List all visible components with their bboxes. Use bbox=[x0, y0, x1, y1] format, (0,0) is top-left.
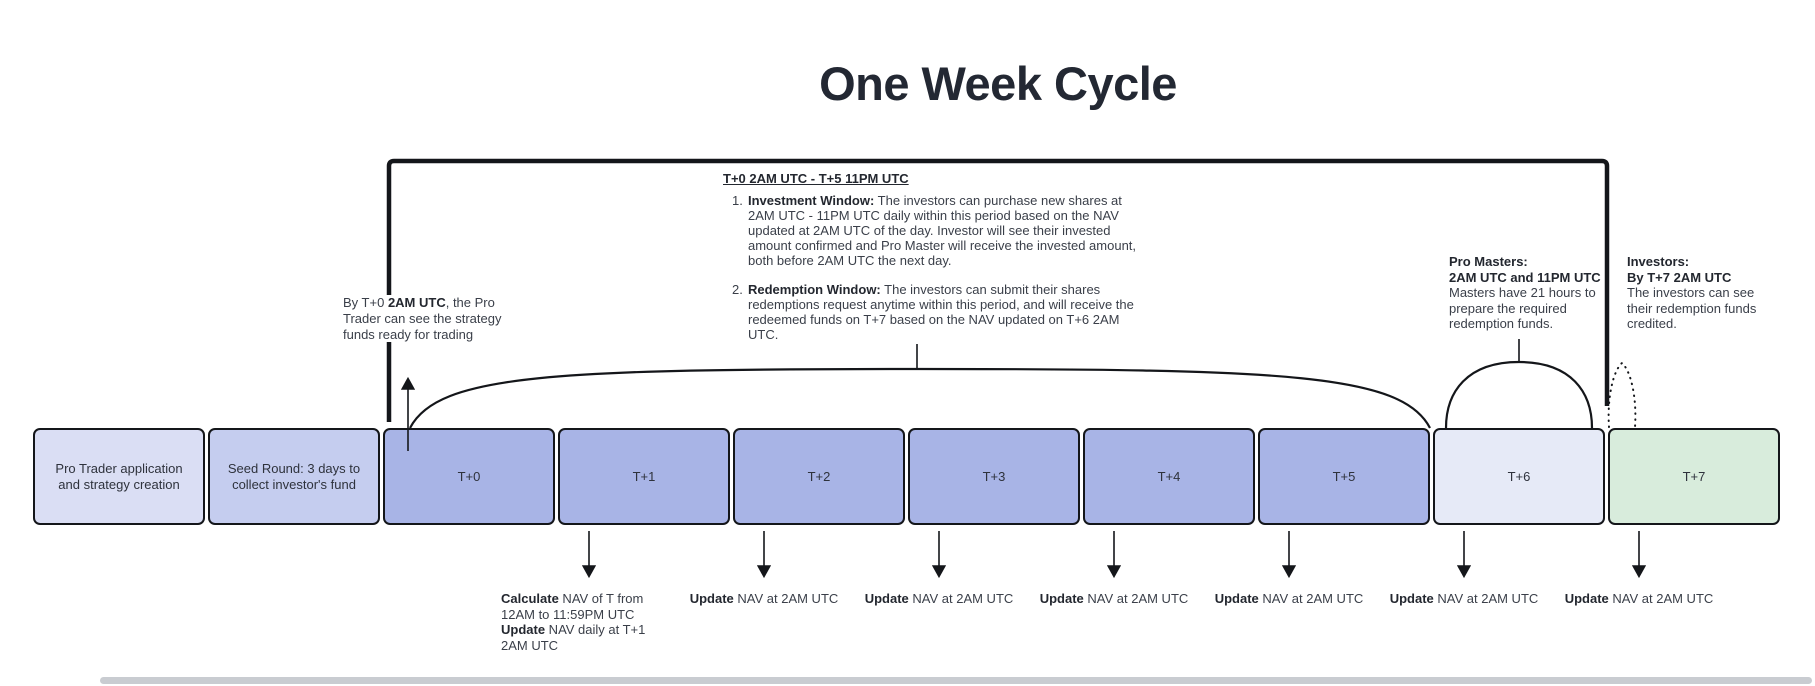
box-label: Seed Round: 3 days to collect investor's… bbox=[227, 460, 361, 492]
box-t3: T+3 bbox=[908, 428, 1080, 525]
list-number: 1. bbox=[732, 193, 743, 208]
investors-note: Investors: By T+7 2AM UTC The investors … bbox=[1627, 254, 1775, 332]
investors-body: The investors can see their redemption f… bbox=[1627, 285, 1757, 331]
box-t0: T+0 bbox=[383, 428, 555, 525]
redemption-window-item: 2. Redemption Window: The investors can … bbox=[723, 282, 1143, 342]
window-rules-heading: T+0 2AM UTC - T+5 11PM UTC bbox=[723, 171, 909, 186]
investors-title: Investors: bbox=[1627, 254, 1690, 269]
pro-masters-schedule: 2AM UTC and 11PM UTC bbox=[1449, 269, 1601, 285]
update-nav-annotation-t6: Update NAV at 2AM UTC bbox=[1389, 591, 1539, 606]
pro-masters-note: Pro Masters: 2AM UTC and 11PM UTC Master… bbox=[1449, 254, 1609, 332]
box-t1: T+1 bbox=[558, 428, 730, 525]
horizontal-scrollbar[interactable] bbox=[100, 677, 1812, 684]
box-seed-round: Seed Round: 3 days to collect investor's… bbox=[208, 428, 380, 525]
redemption-window-text: Redemption Window: The investors can sub… bbox=[748, 282, 1134, 342]
pro-masters-body: Masters have 21 hours to prepare the req… bbox=[1449, 285, 1596, 331]
box-label: T+1 bbox=[632, 468, 656, 484]
box-label: T+3 bbox=[982, 468, 1006, 484]
list-number: 2. bbox=[732, 282, 743, 297]
update-nav-annotation-t4: Update NAV at 2AM UTC bbox=[1039, 591, 1189, 606]
update-nav-annotation-t7: Update NAV at 2AM UTC bbox=[1564, 591, 1714, 606]
pro-masters-title: Pro Masters: bbox=[1449, 254, 1528, 269]
t0-t5-window-arc bbox=[409, 367, 1431, 429]
box-pro-trader-application: Pro Trader application and strategy crea… bbox=[33, 428, 205, 525]
box-t5: T+5 bbox=[1258, 428, 1430, 525]
box-label: T+4 bbox=[1157, 468, 1181, 484]
update-nav-annotation-t5: Update NAV at 2AM UTC bbox=[1214, 591, 1364, 606]
investment-window-item: 1. Investment Window: The investors can … bbox=[723, 193, 1143, 268]
window-rules-note: T+0 2AM UTC - T+5 11PM UTC 1. Investment… bbox=[723, 171, 1143, 356]
pro-trader-note: By T+0 2AM UTC, the Pro Trader can see t… bbox=[343, 295, 509, 343]
update-nav-annotation-t3: Update NAV at 2AM UTC bbox=[864, 591, 1014, 606]
t6-pro-masters-arc bbox=[1444, 360, 1594, 429]
investment-window-text: Investment Window: The investors can pur… bbox=[748, 193, 1137, 268]
t7-investors-dotted-arc bbox=[1607, 361, 1637, 428]
investors-schedule: By T+7 2AM UTC bbox=[1627, 269, 1732, 285]
box-label: T+7 bbox=[1682, 468, 1706, 484]
box-label: T+0 bbox=[457, 468, 481, 484]
box-t2: T+2 bbox=[733, 428, 905, 525]
box-t4: T+4 bbox=[1083, 428, 1255, 525]
box-label: T+6 bbox=[1507, 468, 1531, 484]
box-t6: T+6 bbox=[1433, 428, 1605, 525]
box-label: T+2 bbox=[807, 468, 831, 484]
calculate-nav-annotation: Calculate NAV of T from 12AM to 11:59PM … bbox=[501, 591, 646, 653]
box-t7: T+7 bbox=[1608, 428, 1780, 525]
page-title: One Week Cycle bbox=[819, 57, 1177, 110]
update-nav-annotation-t2: Update NAV at 2AM UTC bbox=[689, 591, 839, 606]
box-label: T+5 bbox=[1332, 468, 1356, 484]
box-label: Pro Trader application and strategy crea… bbox=[55, 460, 183, 492]
